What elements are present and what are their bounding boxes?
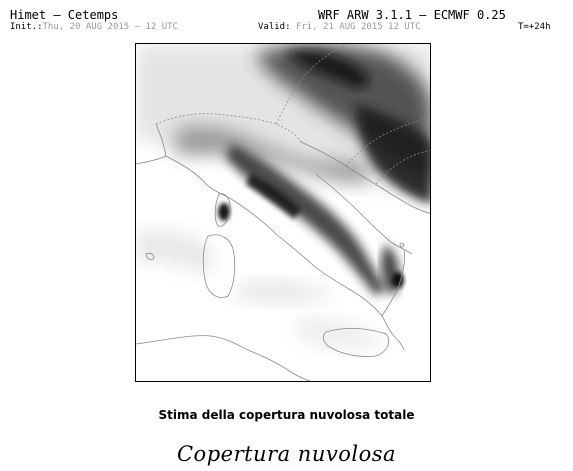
cloud-cover-map — [135, 43, 431, 382]
model-info: WRF ARW 3.1.1 – ECMWF 0.25 — [318, 8, 506, 22]
init-value: Thu, 20 AUG 2015 – 12 UTC — [42, 22, 178, 32]
map-canvas — [136, 44, 430, 381]
map-subtitle: Stima della copertura nuvolosa totale — [158, 408, 415, 422]
valid-time: Valid: Fri, 21 AUG 2015 12 UTC — [258, 23, 421, 32]
figure-caption: Copertura nuvolosa — [176, 442, 397, 466]
coastline-layer — [136, 44, 430, 381]
init-time: Init.:Thu, 20 AUG 2015 – 12 UTC — [10, 23, 178, 32]
cloud-layer — [136, 44, 430, 350]
valid-value: Fri, 21 AUG 2015 12 UTC — [295, 22, 421, 32]
brand-title: Himet – Cetemps — [10, 8, 119, 22]
valid-label: Valid: — [258, 22, 291, 32]
init-label: Init.: — [10, 22, 43, 32]
lead-time: T=+24h — [518, 22, 551, 32]
